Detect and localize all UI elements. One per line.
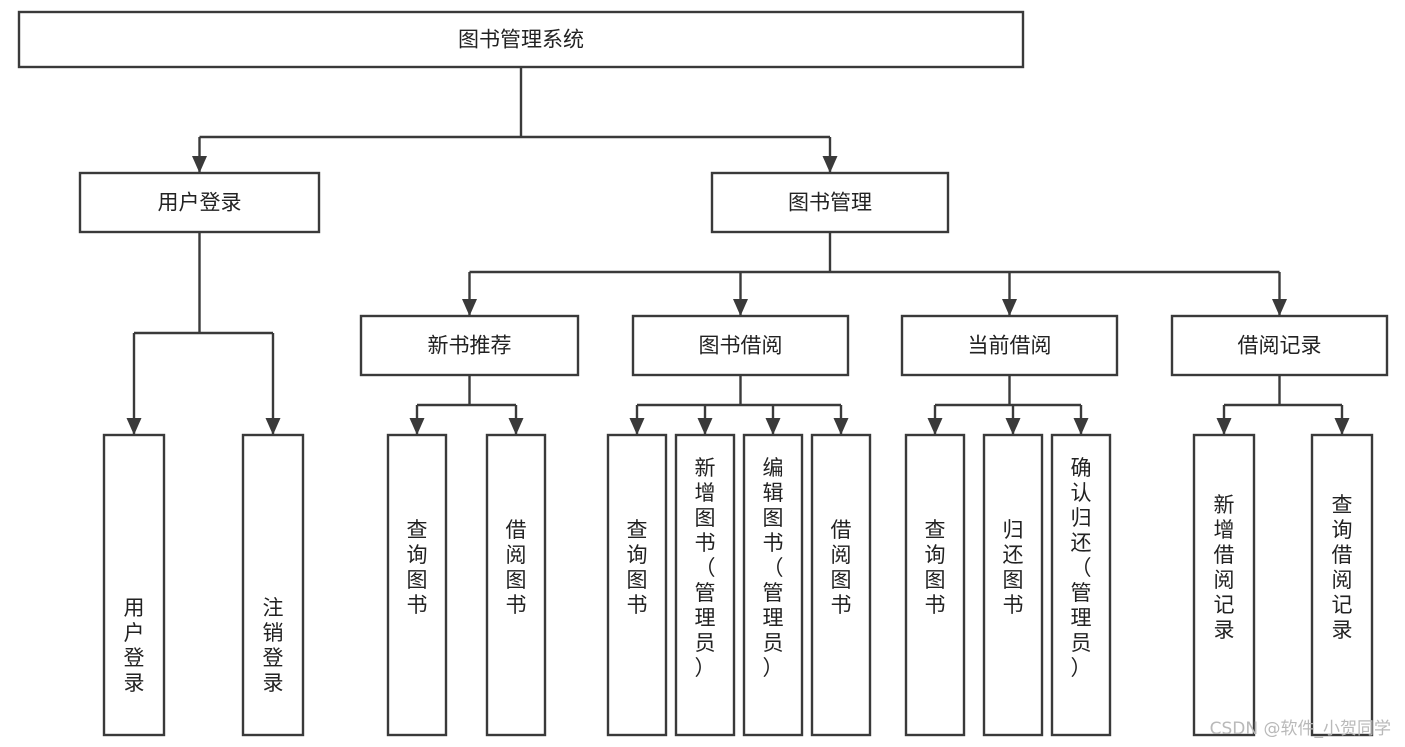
arrow-head bbox=[697, 418, 713, 435]
node-box-leaf-bb-borrow bbox=[810, 433, 872, 737]
arrow-head bbox=[508, 418, 524, 435]
node-leaf-bb-add[interactable]: 新增图书（管理员） bbox=[674, 433, 736, 737]
node-leaf-bb-edit[interactable]: 编辑图书（管理员） bbox=[742, 433, 804, 737]
node-leaf-br-query[interactable]: 查询借阅记录 bbox=[1310, 433, 1374, 737]
node-label-leaf-br-query: 查询借阅记录 bbox=[1332, 493, 1353, 642]
node-box-current-borrow bbox=[900, 314, 1119, 377]
arrow-head bbox=[1073, 418, 1089, 435]
node-leaf-user-logout[interactable]: 注销登录 bbox=[241, 433, 305, 737]
arrow-head bbox=[462, 299, 477, 316]
node-leaf-nbr-query[interactable]: 查询图书 bbox=[386, 433, 448, 737]
node-box-leaf-cb-query bbox=[904, 433, 966, 737]
node-label-book-borrow: 图书借阅 bbox=[699, 334, 783, 358]
node-box-leaf-user-login bbox=[102, 433, 166, 737]
arrow-head bbox=[1216, 418, 1232, 435]
node-label-leaf-cb-confirm: 确认归还（管理员） bbox=[1071, 456, 1092, 680]
arrow-head bbox=[765, 418, 781, 435]
node-box-leaf-user-logout bbox=[241, 433, 305, 737]
node-label-leaf-bb-edit: 编辑图书（管理员） bbox=[763, 456, 784, 680]
node-box-book-manage bbox=[710, 171, 950, 234]
node-label-borrow-record: 借阅记录 bbox=[1238, 334, 1322, 358]
node-user-login[interactable]: 用户登录 bbox=[78, 171, 321, 234]
node-box-user-login bbox=[78, 171, 321, 234]
node-box-new-book-rec bbox=[359, 314, 580, 377]
node-leaf-br-add[interactable]: 新增借阅记录 bbox=[1192, 433, 1256, 737]
node-box-leaf-nbr-query bbox=[386, 433, 448, 737]
arrow-head bbox=[822, 156, 838, 173]
arrow-head bbox=[409, 418, 425, 435]
node-book-borrow[interactable]: 图书借阅 bbox=[631, 314, 850, 377]
arrow-head bbox=[1002, 299, 1017, 316]
arrow-head bbox=[1334, 418, 1350, 435]
node-label-leaf-user-login: 用户登录 bbox=[124, 596, 145, 695]
node-label-leaf-nbr-borrow: 借阅图书 bbox=[506, 518, 527, 617]
arrow-head bbox=[833, 418, 849, 435]
node-box-leaf-cb-return bbox=[982, 433, 1044, 737]
node-label-new-book-rec: 新书推荐 bbox=[428, 334, 512, 358]
arrow-head bbox=[192, 156, 207, 173]
arrow-head bbox=[1272, 299, 1287, 316]
node-leaf-bb-borrow[interactable]: 借阅图书 bbox=[810, 433, 872, 737]
node-label-leaf-bb-borrow: 借阅图书 bbox=[831, 518, 852, 617]
node-label-leaf-bb-add: 新增图书（管理员） bbox=[695, 456, 716, 680]
arrow-head bbox=[126, 418, 142, 435]
node-box-book-borrow bbox=[631, 314, 850, 377]
node-book-manage[interactable]: 图书管理 bbox=[710, 171, 950, 234]
node-box-leaf-br-query bbox=[1310, 433, 1374, 737]
node-label-user-login: 用户登录 bbox=[158, 191, 242, 215]
node-box-leaf-bb-edit bbox=[742, 433, 804, 737]
connector-layer bbox=[126, 67, 1350, 435]
arrow-head bbox=[733, 299, 748, 316]
node-label-leaf-user-logout: 注销登录 bbox=[263, 596, 284, 695]
node-leaf-cb-query[interactable]: 查询图书 bbox=[904, 433, 966, 737]
node-borrow-record[interactable]: 借阅记录 bbox=[1170, 314, 1389, 377]
node-current-borrow[interactable]: 当前借阅 bbox=[900, 314, 1119, 377]
node-box-leaf-br-add bbox=[1192, 433, 1256, 737]
node-leaf-user-login[interactable]: 用户登录 bbox=[102, 433, 166, 737]
node-leaf-cb-return[interactable]: 归还图书 bbox=[982, 433, 1044, 737]
node-box-leaf-nbr-borrow bbox=[485, 433, 547, 737]
arrow-head bbox=[265, 418, 281, 435]
arrow-head bbox=[1005, 418, 1021, 435]
node-leaf-bb-query[interactable]: 查询图书 bbox=[606, 433, 668, 737]
node-leaf-nbr-borrow[interactable]: 借阅图书 bbox=[485, 433, 547, 737]
node-root[interactable]: 图书管理系统 bbox=[17, 10, 1025, 69]
node-label-leaf-cb-query: 查询图书 bbox=[925, 518, 946, 617]
node-label-leaf-br-add: 新增借阅记录 bbox=[1214, 493, 1235, 642]
node-label-root: 图书管理系统 bbox=[458, 28, 584, 52]
node-new-book-rec[interactable]: 新书推荐 bbox=[359, 314, 580, 377]
node-box-leaf-bb-add bbox=[674, 433, 736, 737]
node-label-current-borrow: 当前借阅 bbox=[968, 334, 1052, 358]
node-box-root bbox=[17, 10, 1025, 69]
node-box-borrow-record bbox=[1170, 314, 1389, 377]
node-label-leaf-cb-return: 归还图书 bbox=[1003, 518, 1024, 617]
node-box-leaf-cb-confirm bbox=[1050, 433, 1112, 737]
node-box-leaf-bb-query bbox=[606, 433, 668, 737]
node-label-book-manage: 图书管理 bbox=[788, 191, 872, 215]
node-layer: 图书管理系统用户登录图书管理新书推荐图书借阅当前借阅借阅记录用户登录注销登录查询… bbox=[17, 10, 1389, 737]
arrow-head bbox=[927, 418, 943, 435]
arrow-head bbox=[629, 418, 645, 435]
node-label-leaf-nbr-query: 查询图书 bbox=[407, 518, 428, 617]
node-label-leaf-bb-query: 查询图书 bbox=[627, 518, 648, 617]
watermark: CSDN @软件_小贺同学 bbox=[1209, 719, 1391, 739]
node-leaf-cb-confirm[interactable]: 确认归还（管理员） bbox=[1050, 433, 1112, 737]
